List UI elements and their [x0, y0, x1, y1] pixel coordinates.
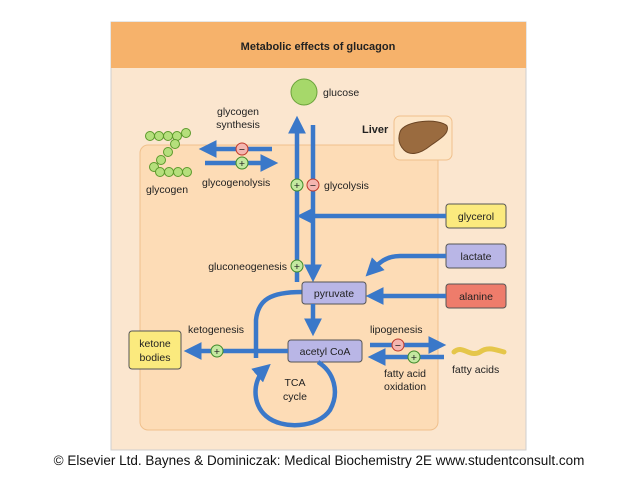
- liver-icon: [393, 115, 453, 161]
- svg-text:+: +: [294, 180, 300, 192]
- plus-sign: +: [210, 344, 224, 358]
- fatty-acid-oxidation-label-2: oxidation: [384, 381, 426, 393]
- lipogenesis-label: lipogenesis: [370, 324, 423, 336]
- pyruvate-box: [301, 281, 367, 305]
- minus-sign: −: [306, 178, 320, 192]
- svg-text:−: −: [310, 180, 316, 192]
- ketone-bodies-label-1: ketone: [139, 338, 171, 350]
- fatty-acids-label: fatty acids: [452, 364, 499, 376]
- copyright-credit: © Elsevier Ltd. Baynes & Dominiczak: Med…: [53, 453, 585, 468]
- svg-text:−: −: [239, 144, 245, 156]
- tca-label-2: cycle: [283, 391, 307, 403]
- pyruvate-label: pyruvate: [314, 288, 354, 300]
- minus-sign: −: [391, 338, 405, 352]
- lactate-label: lactate: [461, 251, 492, 263]
- plus-sign: +: [407, 350, 421, 364]
- glycogen-label: glycogen: [146, 184, 188, 196]
- glycerol-label: glycerol: [458, 211, 494, 223]
- diagram-title: Metabolic effects of glucagon: [241, 41, 396, 53]
- title-bar: [111, 22, 526, 68]
- fatty-acids-icon: [451, 346, 507, 356]
- glycogen-icon: [145, 128, 192, 177]
- alanine-label: alanine: [459, 291, 493, 303]
- glycogen-synthesis-label-1: glycogen: [217, 106, 259, 118]
- svg-text:+: +: [411, 352, 417, 364]
- ketone-bodies-box: [128, 330, 182, 370]
- minus-sign: −: [235, 142, 249, 156]
- lactate-arrow: [365, 253, 446, 277]
- glycolysis-label: glycolysis: [324, 180, 369, 192]
- glycogenolysis-label: glycogenolysis: [202, 177, 270, 189]
- svg-text:+: +: [214, 346, 220, 358]
- pyruvate-to-glucose-path: [253, 289, 303, 358]
- plus-sign: +: [290, 178, 304, 192]
- glycogen-synthesis-label-2: synthesis: [216, 119, 260, 131]
- plus-sign: +: [290, 259, 304, 273]
- plus-sign: +: [235, 156, 249, 170]
- gluconeogenesis-label: gluconeogenesis: [208, 261, 287, 273]
- glucose-icon: [290, 78, 318, 106]
- tca-label-1: TCA: [285, 377, 306, 389]
- ketogenesis-label: ketogenesis: [188, 324, 244, 336]
- liver-label: Liver: [362, 124, 389, 136]
- tca-cycle-loop: [251, 360, 338, 428]
- acetyl-coa-label: acetyl CoA: [300, 346, 351, 358]
- svg-text:+: +: [294, 261, 300, 273]
- fatty-acid-oxidation-label-1: fatty acid: [384, 368, 426, 380]
- svg-text:+: +: [239, 158, 245, 170]
- svg-text:−: −: [395, 340, 401, 352]
- glucose-label: glucose: [323, 87, 359, 99]
- ketone-bodies-label-2: bodies: [140, 352, 171, 364]
